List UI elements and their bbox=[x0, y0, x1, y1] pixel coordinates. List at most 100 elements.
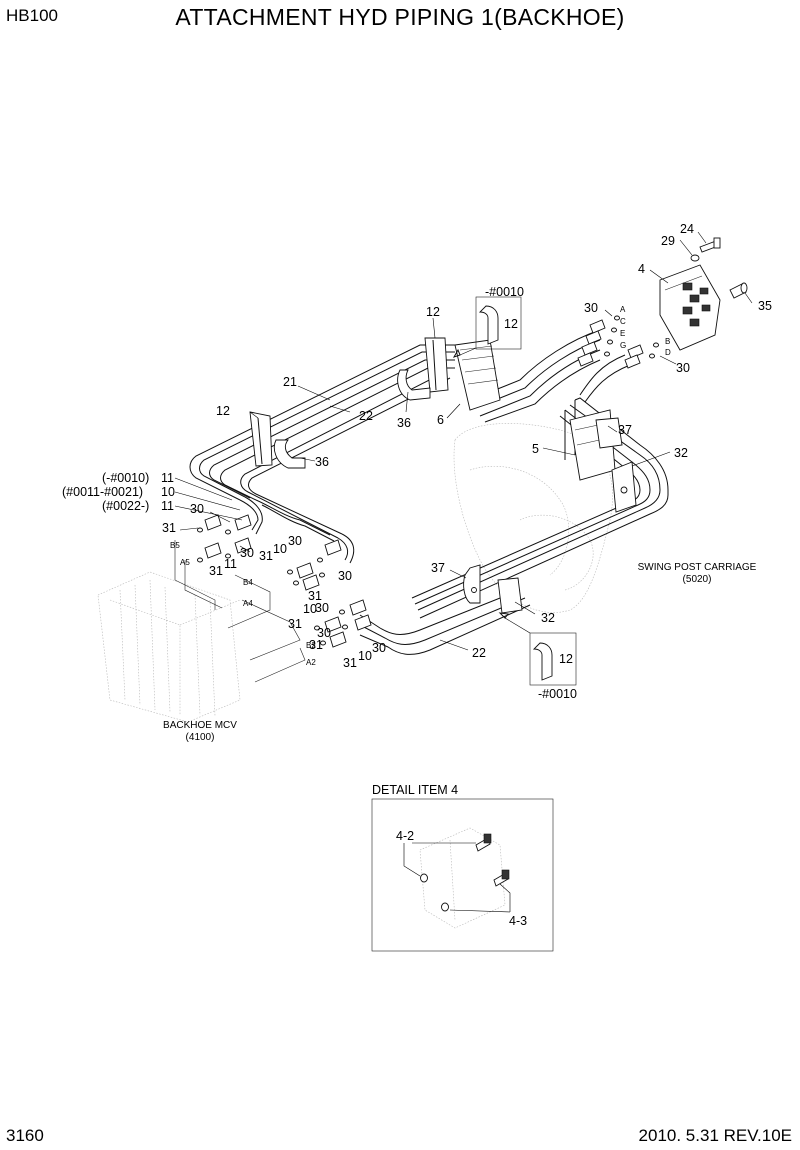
mcv-hoses bbox=[239, 496, 355, 564]
callout-35: 35 bbox=[758, 299, 772, 313]
serial-range-1: (-#0010) bbox=[102, 471, 149, 485]
callout-21: 21 bbox=[283, 375, 297, 389]
port-label-b2: B2 bbox=[306, 641, 316, 650]
callout-12-box-bottom: 12 bbox=[559, 652, 573, 666]
callout-22-top: 22 bbox=[359, 409, 373, 423]
clamp-detail-box-top bbox=[475, 296, 522, 350]
clamp-detail-box-bottom bbox=[529, 632, 577, 686]
callout-30-i: 30 bbox=[372, 641, 386, 655]
pipe-clamp-12-left bbox=[249, 411, 273, 467]
callout-31-c: 31 bbox=[259, 549, 273, 563]
callout-10-b: 10 bbox=[273, 542, 287, 556]
detail-item-4-3: 4-3 bbox=[509, 914, 527, 928]
model-code: HB100 bbox=[6, 6, 58, 25]
callout-6: 6 bbox=[437, 413, 444, 427]
callout-32-right: 32 bbox=[674, 446, 688, 460]
arrow-bottom bbox=[498, 612, 509, 619]
port-label-a2: A2 bbox=[306, 658, 316, 667]
port-guide-lines bbox=[174, 540, 306, 683]
callout-31-g: 31 bbox=[309, 638, 323, 652]
callout-36-top: 36 bbox=[397, 416, 411, 430]
backhoe-mcv-ghost bbox=[97, 571, 241, 723]
plug-35 bbox=[729, 282, 748, 299]
port-label-e: E bbox=[620, 329, 625, 338]
serial-note-top: -#0010 bbox=[485, 285, 524, 299]
callout-10-d: 10 bbox=[358, 649, 372, 663]
bracket-6 bbox=[454, 339, 501, 411]
reference-notes: SWING POST CARRIAGE (5020) BACKHOE MCV (… bbox=[163, 562, 757, 743]
callout-37-right: 37 bbox=[618, 423, 632, 437]
callout-10-c: 10 bbox=[303, 602, 317, 616]
hose-fittings-top bbox=[577, 319, 644, 369]
washer-29 bbox=[690, 254, 700, 262]
detail-item-4-2: 4-2 bbox=[396, 829, 414, 843]
clamp-37-a bbox=[595, 417, 623, 449]
callout-5: 5 bbox=[532, 442, 539, 456]
callout-37-bottom: 37 bbox=[431, 561, 445, 575]
callout-30-d: 30 bbox=[240, 546, 254, 560]
page-title: ATTACHMENT HYD PIPING 1(BACKHOE) bbox=[175, 4, 625, 30]
revision-date: 2010. 5.31 REV.10E bbox=[638, 1126, 792, 1145]
distribution-block-4 bbox=[659, 264, 721, 351]
clamp-32-a bbox=[611, 461, 637, 513]
callout-12-box-top: 12 bbox=[504, 317, 518, 331]
mcv-fittings-lower bbox=[314, 599, 372, 648]
callout-30-g: 30 bbox=[317, 626, 331, 640]
callout-10-a: 10 bbox=[161, 485, 175, 499]
callout-24: 24 bbox=[680, 222, 694, 236]
port-label-g: G bbox=[620, 341, 626, 350]
detail-washer-lower bbox=[441, 902, 449, 912]
serial-range-3: (#0022-) bbox=[102, 499, 149, 513]
backhoe-mcv-ref: (4100) bbox=[186, 732, 215, 743]
pipe-clamp-12-top bbox=[424, 337, 449, 393]
callout-labels: 24 29 4 35 30 30 12 12 12 12 21 22 36 6 … bbox=[161, 222, 772, 670]
swing-post-carriage-label: SWING POST CARRIAGE bbox=[638, 562, 757, 573]
main-pipe-loop bbox=[189, 329, 669, 655]
callout-22-bottom: 22 bbox=[472, 646, 486, 660]
o-rings-top-right bbox=[649, 342, 659, 359]
port-label-b: B bbox=[665, 337, 670, 346]
detail-bolt-lower bbox=[493, 869, 510, 887]
callout-30-right: 30 bbox=[676, 361, 690, 375]
pipe-clamp-36-a bbox=[397, 369, 431, 401]
port-label-c: C bbox=[620, 317, 626, 326]
port-label-b5: B5 bbox=[170, 541, 180, 550]
callout-11-b: 11 bbox=[161, 499, 174, 513]
serial-note-bottom: -#0010 bbox=[538, 687, 577, 701]
pipe-clamp-36-b bbox=[273, 439, 306, 469]
port-label-a: A bbox=[620, 305, 626, 314]
callout-30-e: 30 bbox=[288, 534, 302, 548]
mcv-fittings-left bbox=[197, 514, 252, 563]
backhoe-mcv-label: BACKHOE MCV bbox=[163, 720, 237, 731]
detail-item-4: DETAIL ITEM 4 4-2 4-3 bbox=[371, 783, 554, 952]
leader-lines bbox=[174, 231, 753, 651]
callout-11-a: 11 bbox=[161, 471, 174, 485]
callout-32-bottom: 32 bbox=[541, 611, 555, 625]
callout-4: 4 bbox=[638, 262, 645, 276]
callout-12-top: 12 bbox=[426, 305, 440, 319]
callout-30-c: 30 bbox=[190, 502, 204, 516]
callout-12-left: 12 bbox=[216, 404, 230, 418]
mcv-fittings-middle bbox=[287, 539, 342, 591]
callout-30-h: 30 bbox=[315, 601, 329, 615]
clamp-37-b bbox=[463, 564, 481, 604]
bolt-24 bbox=[699, 237, 721, 253]
detail-frame bbox=[371, 798, 554, 952]
callout-31-e: 31 bbox=[288, 617, 302, 631]
o-rings-top-left bbox=[604, 315, 620, 357]
serial-range-2: (#0011-#0021) bbox=[62, 485, 143, 499]
callout-11-c: 11 bbox=[224, 557, 237, 571]
port-label-d: D bbox=[665, 348, 671, 357]
port-label-a4: A4 bbox=[243, 599, 253, 608]
clamp-32-b bbox=[497, 577, 523, 614]
callout-31-a: 31 bbox=[162, 521, 176, 535]
clamp-box-top-leader bbox=[459, 347, 477, 356]
detail-washer-upper bbox=[420, 873, 428, 883]
detail-block-ghost bbox=[419, 827, 506, 929]
port-label-a5: A5 bbox=[180, 558, 190, 567]
callout-31-f: 31 bbox=[343, 656, 357, 670]
port-label-b4: B4 bbox=[243, 578, 253, 587]
callout-30-f: 30 bbox=[338, 569, 352, 583]
swing-post-carriage-ref: (5020) bbox=[683, 574, 712, 585]
